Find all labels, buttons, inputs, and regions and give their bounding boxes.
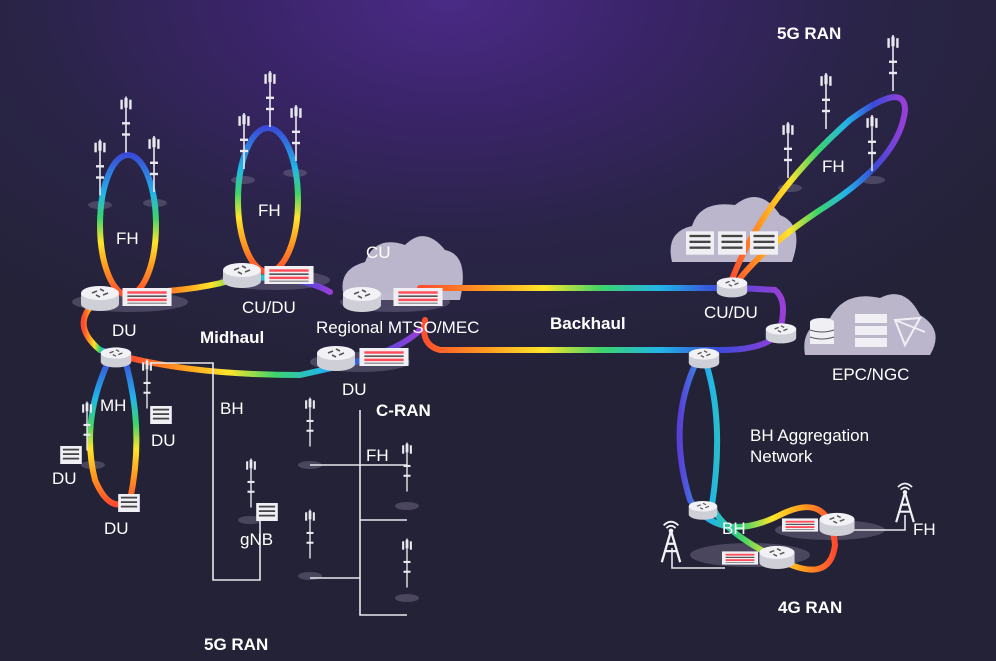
- label-fh-cran: FH: [366, 446, 389, 465]
- label-du-left-small: DU: [52, 469, 77, 488]
- label-mh: MH: [100, 396, 127, 415]
- label-du-bottom: DU: [104, 519, 129, 538]
- label-fh-top-right: FH: [822, 157, 845, 176]
- label-4g-ran: 4G RAN: [778, 598, 843, 617]
- label-5g-ran-bottom: 5G RAN: [204, 635, 269, 654]
- epc-icons: [809, 314, 926, 348]
- label-fh-left1: FH: [116, 229, 139, 248]
- rings: [80, 94, 909, 573]
- label-5g-ran-top: 5G RAN: [777, 24, 842, 43]
- label-fh-bottom-right: FH: [913, 520, 936, 539]
- label-du-center: DU: [342, 380, 367, 399]
- label-epc: EPC/NGC: [832, 365, 910, 384]
- label-bh-bottom: BH: [722, 519, 746, 538]
- label-du-right-small: DU: [151, 431, 176, 450]
- wires: [150, 362, 906, 616]
- devices: [60, 231, 916, 569]
- label-gnb: gNB: [240, 530, 274, 549]
- label-cu-du-left: CU/DU: [242, 298, 296, 317]
- label-regional: Regional MTSO/MEC: [316, 318, 480, 337]
- label-bh-agg-2: Network: [750, 447, 813, 466]
- label-du-top: DU: [112, 321, 137, 340]
- label-fh-left2: FH: [258, 201, 281, 220]
- towers: [82, 35, 899, 588]
- label-bh-agg-1: BH Aggregation: [750, 426, 870, 445]
- label-c-ran: C-RAN: [376, 401, 431, 420]
- label-cu: CU: [366, 243, 391, 262]
- label-bh-vertical: BH: [220, 399, 244, 418]
- label-backhaul: Backhaul: [550, 314, 626, 333]
- label-midhaul: Midhaul: [200, 328, 265, 347]
- label-cu-du-right: CU/DU: [704, 303, 758, 322]
